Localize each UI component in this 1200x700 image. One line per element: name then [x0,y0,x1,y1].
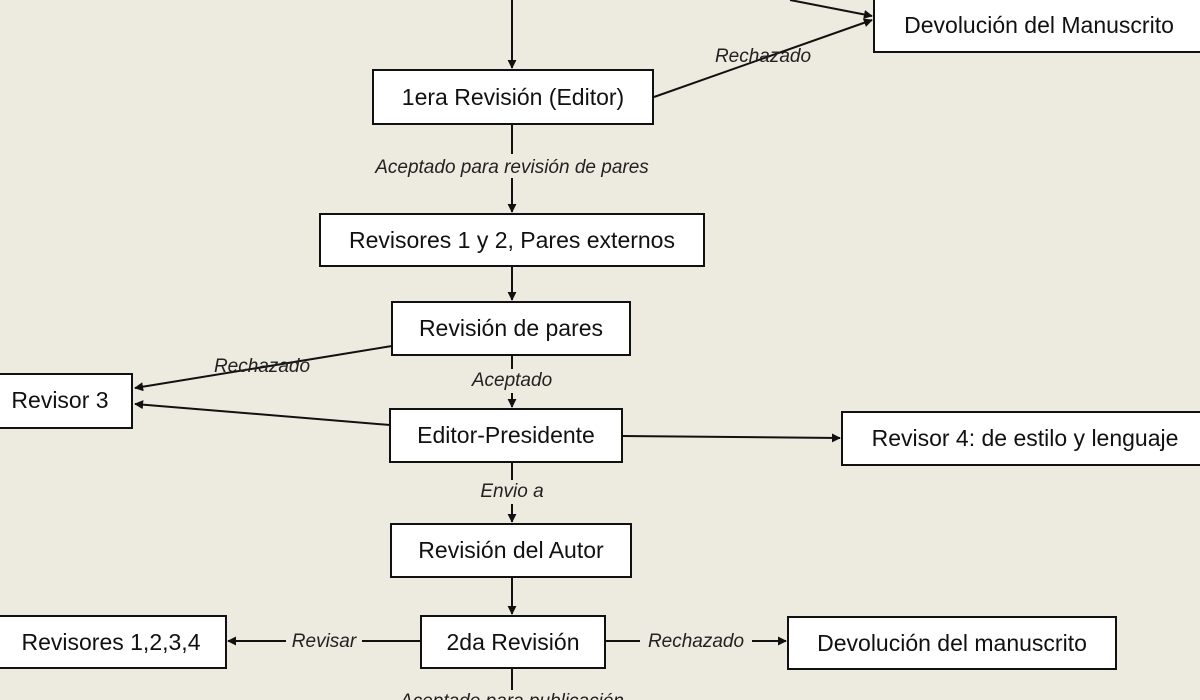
node-label: Revisor 3 [11,387,108,413]
node-revision-autor: Revisión del Autor [390,523,632,578]
node-label: Devolución del Manuscrito [904,12,1174,38]
edge-top-to-devolucion [789,0,873,19]
node-revisores-1234: Revisores 1,2,3,4 [0,615,227,669]
node-label: Revisión del Autor [418,537,604,563]
edge-label-revisar: Revisar [292,631,357,652]
node-segunda-revision: 2da Revisión [420,615,606,669]
node-revisor-3: Revisor 3 [0,373,133,429]
node-label: Revisores 1 y 2, Pares externos [349,227,675,253]
edge-label-aceptado-publicacion: Aceptado para publicación [399,691,624,700]
edge-label-envio-a: Envio a [480,481,543,502]
edge-label-aceptado-pares: Aceptado para revisión de pares [374,157,649,178]
edge-label-rechazado-segunda: Rechazado [648,631,744,652]
node-label: Revisores 1,2,3,4 [22,629,201,655]
edge-label-rechazado-primera: Rechazado [715,46,811,67]
node-devolucion-manuscrito-bottom: Devolución del manuscrito [787,616,1117,670]
node-label: Devolución del manuscrito [817,630,1087,656]
node-label: Revisor 4: de estilo y lenguaje [872,425,1179,451]
edge-primera-to-devolucion [653,18,873,98]
node-devolucion-manuscrito-top: Devolución del Manuscrito [873,0,1200,53]
node-revisor-4: Revisor 4: de estilo y lenguaje [841,411,1200,466]
node-label: Editor-Presidente [417,422,595,448]
edge-label-rechazado-pares: Rechazado [214,356,310,377]
edge-pares-to-revisor3 [134,345,393,392]
node-primera-revision: 1era Revisión (Editor) [372,69,654,125]
edge-label-aceptado: Aceptado [471,370,552,391]
node-label: 1era Revisión (Editor) [402,84,624,110]
node-label: Revisión de pares [419,315,603,341]
node-label: 2da Revisión [447,629,580,655]
node-editor-presidente: Editor-Presidente [389,408,623,463]
node-revisores-1-2: Revisores 1 y 2, Pares externos [319,213,705,267]
edge-editor-to-revisor4 [622,433,841,443]
node-revision-pares: Revisión de pares [391,301,631,356]
edge-editor-to-revisor3 [134,400,391,426]
